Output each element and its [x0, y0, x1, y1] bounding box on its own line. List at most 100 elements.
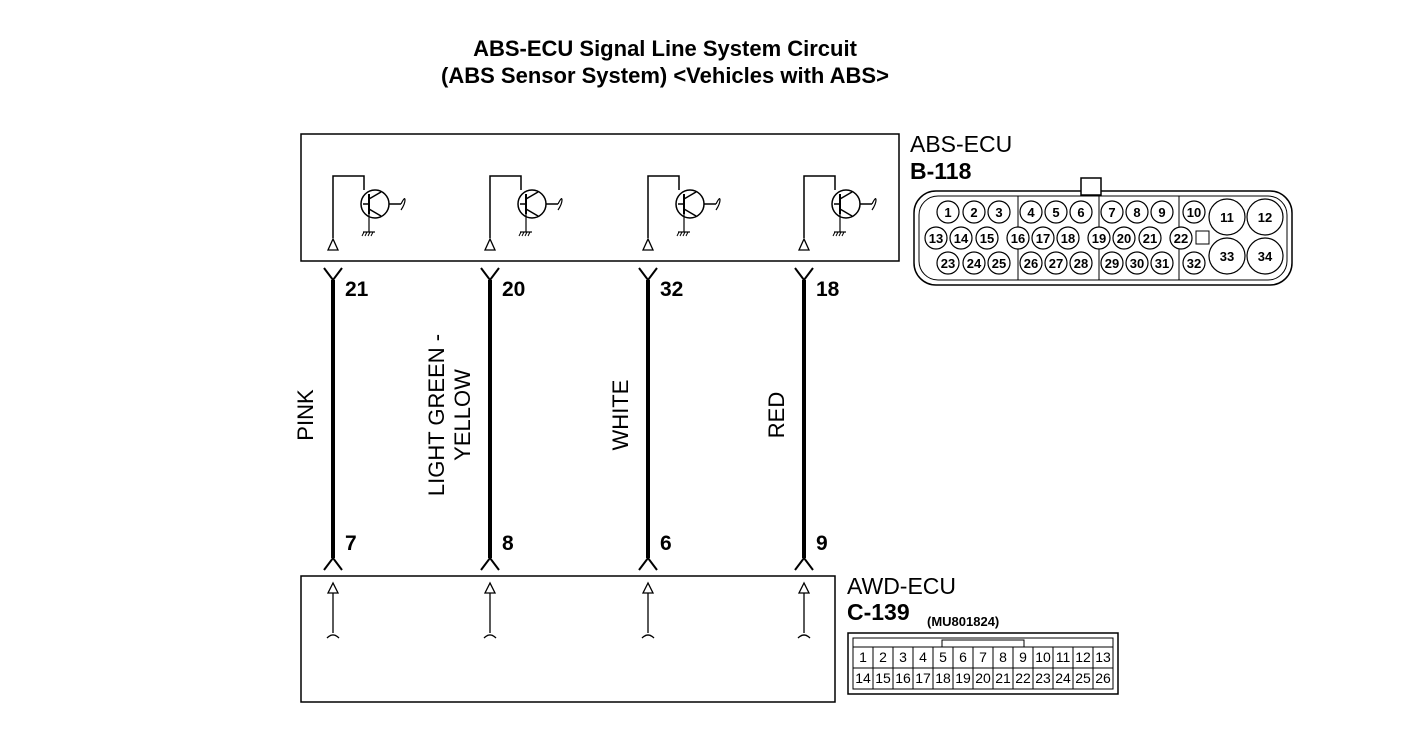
connector-pin: 15 — [975, 226, 999, 250]
wire-top-connector — [323, 267, 343, 282]
connector-pin: 4 — [912, 646, 934, 669]
pin-number: 17 — [1036, 231, 1050, 246]
connector-pin: 23 — [936, 251, 960, 275]
awd-terminal — [797, 581, 811, 639]
terminal-arrow — [326, 581, 340, 594]
abs-sensor-circuits — [326, 175, 877, 251]
connector-pin: 24 — [1052, 667, 1074, 690]
connector-pin: 20 — [972, 667, 994, 690]
ground-hatch — [524, 231, 528, 237]
pin-number: 1 — [859, 649, 867, 665]
ground-hatch — [364, 231, 368, 237]
connector-pin: 7 — [972, 646, 994, 669]
pin-number: 25 — [992, 256, 1006, 271]
connector-pin: 8 — [992, 646, 1014, 669]
pin-number: 13 — [1095, 649, 1111, 665]
abs-ecu-label: ABS-ECU — [910, 131, 1012, 157]
pin-number: 23 — [941, 256, 955, 271]
connector-pin: 7 — [1100, 200, 1124, 224]
pin-number: 5 — [939, 649, 947, 665]
connector-pin: 25 — [987, 251, 1011, 275]
pin-number: 33 — [1220, 249, 1234, 264]
connector-pin: 27 — [1044, 251, 1068, 275]
connector-pin: 17 — [912, 667, 934, 690]
connector-pin: 19 — [952, 667, 974, 690]
connector-pin: 16 — [892, 667, 914, 690]
awd-terminal-number: 8 — [502, 532, 514, 555]
awd-terminal-number: 6 — [660, 532, 672, 555]
connector-pin: 9 — [1012, 646, 1034, 669]
ground-hatch — [679, 231, 683, 237]
pin-number: 11 — [1220, 210, 1234, 225]
pin-number: 4 — [919, 649, 927, 665]
connector-pin: 32 — [1182, 251, 1206, 275]
connector-pin: 8 — [1125, 200, 1149, 224]
connector-pin: 13 — [924, 226, 948, 250]
pin-number: 1 — [944, 205, 951, 220]
connector-pin: 4 — [1019, 200, 1043, 224]
connector-pin: 10 — [1182, 200, 1206, 224]
pin-number: 9 — [1158, 205, 1165, 220]
wire-break-mark — [400, 198, 406, 211]
sensor-signal-line — [332, 175, 365, 238]
connector-pin: 5 — [932, 646, 954, 669]
transistor-emitter — [525, 208, 539, 217]
transistor-collector — [368, 191, 382, 200]
pin-number: 18 — [935, 670, 951, 686]
connector-pin: 26 — [1019, 251, 1043, 275]
abs-sensor-circuit — [326, 175, 406, 251]
pin-number: 23 — [1035, 670, 1051, 686]
pin-number: 26 — [1024, 256, 1038, 271]
connector-pin: 23 — [1032, 667, 1054, 690]
awd-terminal — [641, 581, 655, 639]
wire-bottom-connector — [794, 556, 814, 571]
pin-number: 11 — [1056, 649, 1071, 665]
connector-pin: 22 — [1012, 667, 1034, 690]
connector-pin-large: 34 — [1246, 237, 1284, 275]
connector-pin: 1 — [936, 200, 960, 224]
awd-ecu-box — [300, 575, 836, 703]
transistor-emitter — [839, 208, 853, 217]
wire-break-mark — [797, 634, 811, 639]
wire-color-label: LIGHT GREEN - — [424, 334, 449, 496]
wire-break-mark — [326, 634, 340, 639]
terminal-arrow — [797, 581, 811, 594]
connector-pin: 6 — [1069, 200, 1093, 224]
pin-number: 9 — [1019, 649, 1027, 665]
pin-number: 14 — [954, 231, 969, 246]
pin-number: 2 — [970, 205, 977, 220]
connector-pin: 22 — [1169, 226, 1193, 250]
pin-number: 17 — [915, 670, 931, 686]
pin-number: 32 — [1187, 256, 1201, 271]
pin-number: 3 — [899, 649, 907, 665]
awd-ecu-connector-code: C-139 — [847, 599, 910, 625]
connector-pin: 19 — [1087, 226, 1111, 250]
wire-break-mark — [483, 634, 497, 639]
pin-number: 16 — [895, 670, 911, 686]
sensor-signal-line — [489, 175, 522, 238]
pin-number: 22 — [1174, 231, 1188, 246]
awd-terminal-number: 7 — [345, 532, 357, 555]
pin-number: 7 — [1108, 205, 1115, 220]
pin-number: 2 — [879, 649, 887, 665]
connector-pin: 21 — [992, 667, 1014, 690]
connector-pin: 17 — [1031, 226, 1055, 250]
abs-ecu-box — [300, 133, 900, 262]
transistor-collector — [683, 191, 697, 200]
connector-pin: 31 — [1150, 251, 1174, 275]
connector-pin: 15 — [872, 667, 894, 690]
terminal-arrow — [483, 581, 497, 594]
connector-pin: 13 — [1092, 646, 1114, 669]
connector-pin-large: 33 — [1208, 237, 1246, 275]
ground-hatch — [361, 231, 365, 237]
pin-number: 10 — [1035, 649, 1051, 665]
pin-number: 29 — [1105, 256, 1119, 271]
transistor-emitter — [368, 208, 382, 217]
connector-pin: 3 — [987, 200, 1011, 224]
abs-sensor-circuit — [797, 175, 877, 251]
diagram-title-line-2: (ABS Sensor System) <Vehicles with ABS> — [441, 63, 889, 88]
